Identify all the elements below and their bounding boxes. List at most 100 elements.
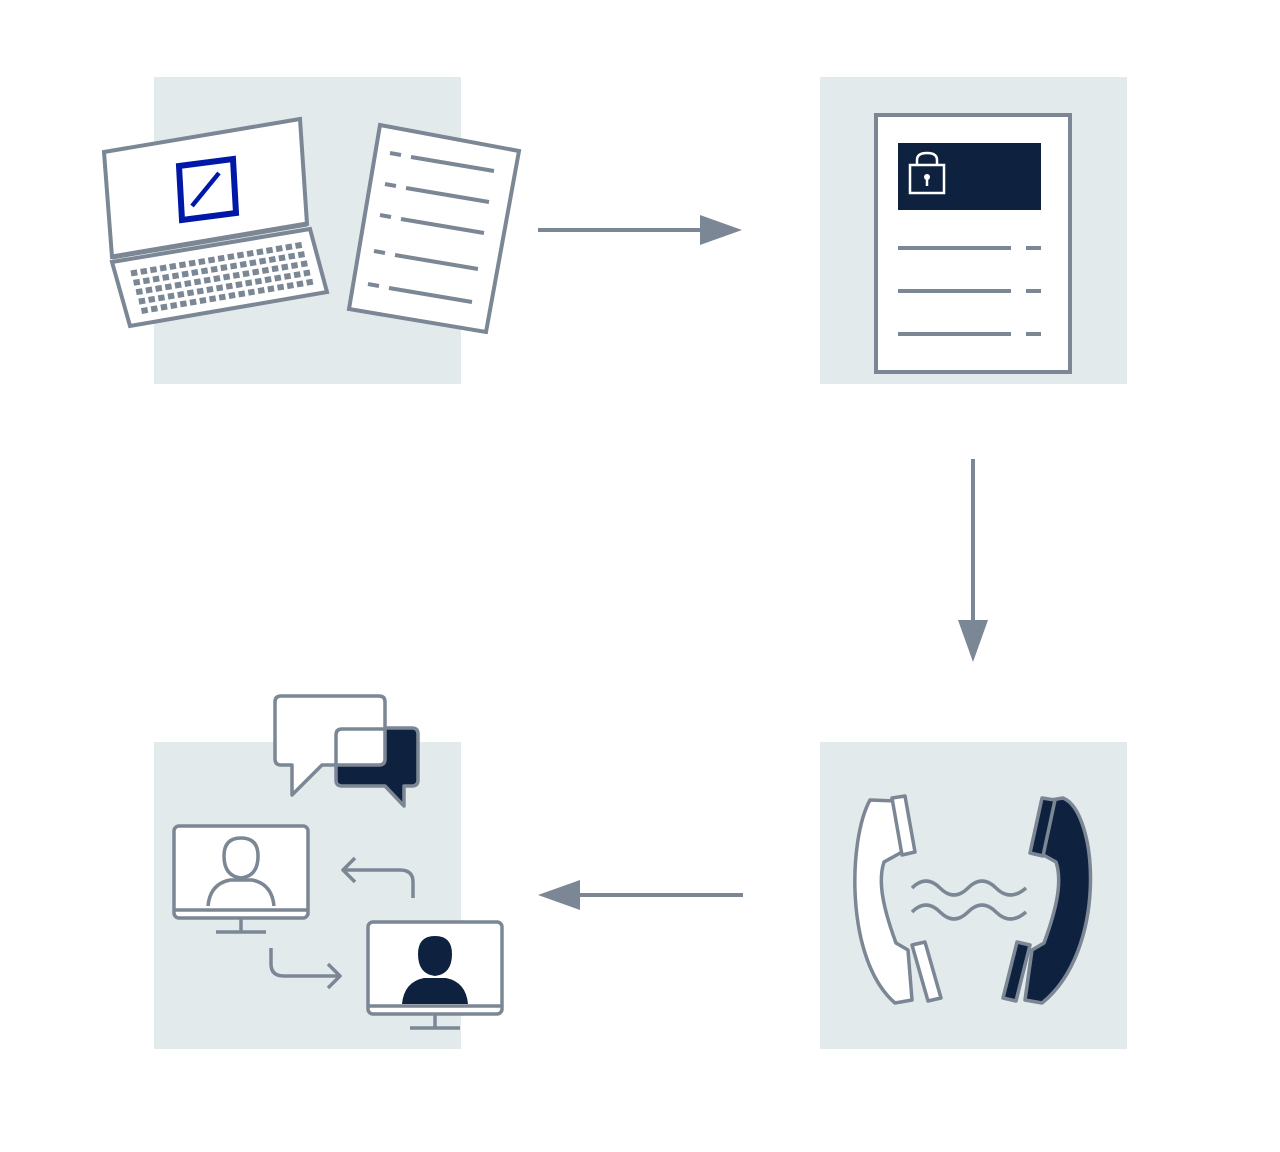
- bank-logo-icon: [175, 155, 240, 224]
- keyboard-key: [135, 288, 143, 296]
- keyboard-key: [300, 260, 308, 268]
- keyboard-key: [247, 288, 256, 296]
- keyboard-key: [207, 256, 216, 264]
- keyboard-key: [206, 286, 214, 293]
- keyboard-key: [184, 280, 192, 287]
- keyboard-key: [271, 265, 279, 273]
- keyboard-key: [238, 290, 246, 298]
- keyboard-key: [252, 268, 260, 276]
- keyboard-key: [210, 265, 218, 273]
- keyboard-key: [229, 262, 238, 270]
- keyboard-key: [130, 269, 138, 277]
- keyboard-key: [285, 243, 293, 251]
- keyboard-key: [145, 286, 153, 294]
- keyboard-key: [160, 303, 168, 311]
- exchange-arrows-icon: [269, 856, 415, 990]
- keyboard-key: [199, 297, 207, 304]
- keyboard-key: [142, 277, 151, 285]
- sound-waves-icon: [910, 879, 1028, 921]
- keyboard-key: [174, 281, 182, 289]
- handset-right-icon: [1001, 796, 1093, 1005]
- step-secure-document: [820, 77, 1127, 384]
- keyboard-key: [133, 278, 141, 286]
- keyboard-key: [306, 278, 314, 286]
- keyboard-key: [140, 307, 149, 314]
- laptop-icon: [101, 116, 330, 329]
- keyboard-key: [138, 297, 146, 305]
- keyboard-key: [264, 276, 272, 284]
- keyboard-key: [227, 253, 235, 261]
- keyboard-key: [290, 262, 299, 269]
- keyboard-key: [188, 259, 196, 267]
- keyboard-key: [257, 287, 265, 294]
- keyboard-key: [297, 251, 306, 259]
- flow-arrow-left: [538, 880, 743, 910]
- keyboard-key: [155, 284, 163, 292]
- keyboard-key: [283, 272, 292, 280]
- keyboard-key: [245, 279, 253, 287]
- keyboard-key: [286, 282, 294, 290]
- keyboard-key: [178, 261, 187, 269]
- step-video-consultation: [154, 694, 504, 1049]
- keyboard-key: [225, 282, 233, 290]
- keyboard-key: [275, 245, 283, 253]
- locked-document-icon: [874, 113, 1072, 374]
- keyboard-key: [181, 270, 189, 278]
- keyboard-key: [254, 277, 263, 285]
- keyboard-key: [228, 292, 236, 299]
- keyboard-key: [236, 251, 245, 259]
- monitor-right-icon: [366, 920, 504, 1030]
- keyboard-key: [213, 275, 221, 283]
- keyboard-key: [242, 270, 250, 278]
- keyboard-key: [189, 298, 197, 306]
- keyboard-key: [200, 267, 209, 275]
- keyboard-key: [296, 280, 304, 288]
- keyboard-key: [220, 264, 228, 272]
- keyboard-key: [171, 272, 180, 280]
- telephone-handsets-icon: [853, 794, 1093, 1005]
- keyboard-key: [140, 267, 148, 275]
- keyboard-key: [179, 300, 188, 308]
- keyboard-key: [186, 289, 195, 297]
- keyboard-key: [261, 266, 270, 274]
- keyboard-key: [222, 273, 231, 281]
- keyboard-key: [150, 305, 158, 313]
- keyboard-key: [265, 246, 274, 254]
- person-filled-icon: [402, 936, 468, 1004]
- keyboard-key: [293, 271, 301, 279]
- keyboard-key: [258, 257, 267, 265]
- step-phone-call: [820, 742, 1127, 1049]
- chat-bubbles-icon: [273, 694, 420, 808]
- keyboard-key: [249, 259, 257, 267]
- keyboard-key: [196, 287, 204, 295]
- padlock-icon: [908, 151, 946, 195]
- keyboard-key: [167, 292, 175, 300]
- monitor-left-icon: [172, 824, 310, 934]
- keyboard-key: [303, 269, 311, 277]
- keyboard-key: [208, 295, 217, 303]
- keyboard-key: [191, 269, 199, 276]
- keyboard-key: [267, 285, 275, 293]
- keyboard-key: [198, 258, 206, 266]
- keyboard-key: [159, 264, 167, 272]
- keyboard-key: [294, 241, 303, 249]
- keyboard-key: [281, 263, 289, 271]
- keyboard-key: [164, 283, 173, 291]
- keyboard-key: [256, 248, 264, 256]
- keyboard-key: [232, 271, 240, 279]
- keyboard-key: [203, 276, 211, 284]
- keyboard-key: [148, 295, 156, 303]
- keyboard-key: [288, 252, 296, 260]
- flow-arrow-right: [538, 215, 742, 245]
- keyboard-key: [152, 275, 160, 283]
- keyboard-key: [177, 291, 185, 298]
- keyboard-key: [268, 256, 276, 263]
- step-online-banking: [101, 77, 522, 384]
- keyboard-key: [278, 254, 286, 262]
- keyboard-key: [162, 273, 170, 281]
- document-list-icon: [346, 122, 522, 335]
- keyboard-key: [170, 302, 178, 309]
- flow-arrow-down: [958, 459, 988, 662]
